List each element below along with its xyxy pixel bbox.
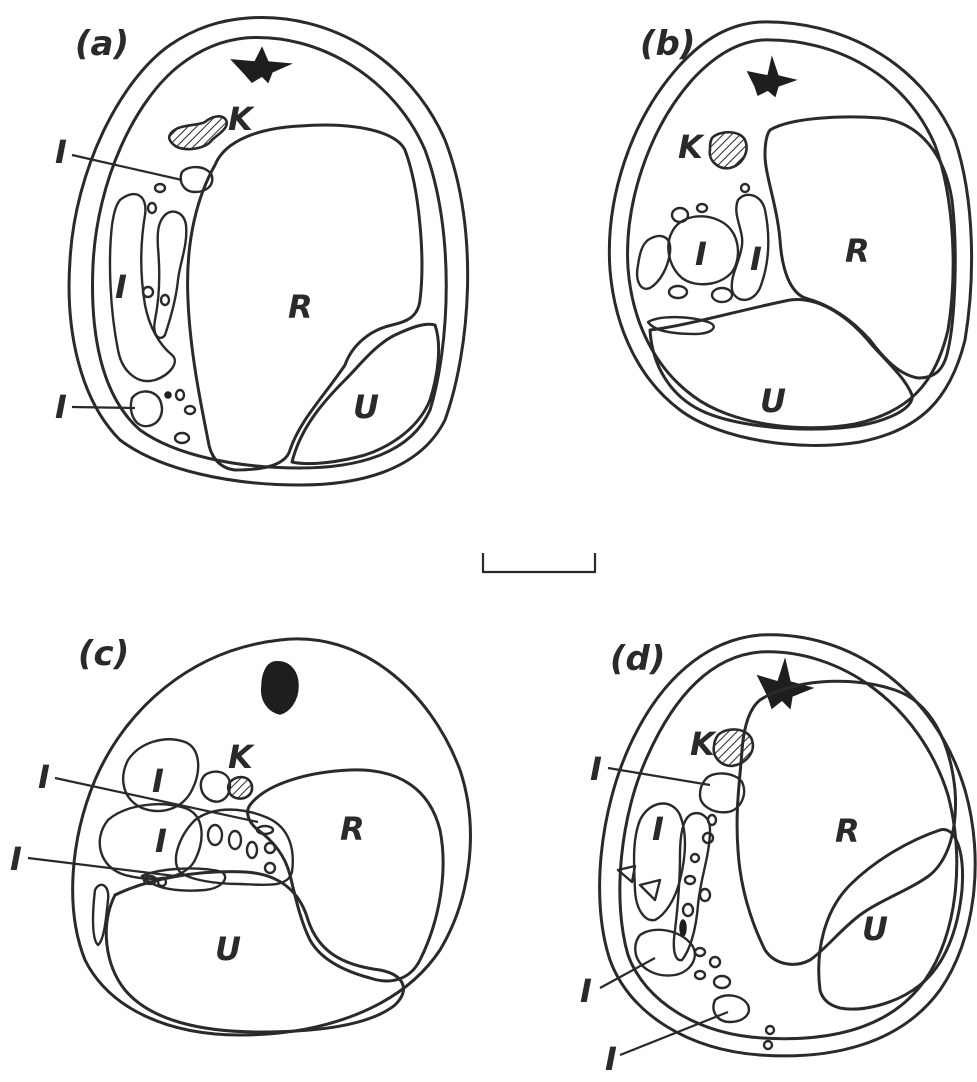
panel-c-label-I-1: I (152, 762, 164, 800)
panel-b: (b) K R U I I (609, 22, 971, 446)
panel-c-vessel-1 (208, 825, 222, 845)
panel-a-label-R: R (288, 288, 313, 326)
panel-d-vessel-5 (700, 889, 710, 901)
panel-c-label-I-3: I (38, 758, 50, 796)
panel-b-vessel-2 (697, 204, 707, 212)
panel-b-vessel-4 (712, 288, 732, 302)
panel-c-vertebra (262, 662, 298, 714)
panel-b-kidney (710, 132, 747, 168)
panel-d-label-I-1: I (590, 750, 602, 788)
panel-c-intestine-k-adjacent (201, 772, 230, 802)
panel-a-vessel-1 (148, 203, 156, 213)
panel-b-outer-outline (609, 22, 971, 446)
panel-d-label-K: K (690, 725, 717, 763)
panel-d-kidney (714, 729, 753, 766)
panel-a-leader-3 (72, 407, 135, 408)
panel-a-label-U: U (353, 388, 379, 426)
panel-b-intestine-left (637, 236, 670, 289)
panel-a-vessel-5 (176, 390, 184, 400)
panel-a-label-I-2: I (115, 268, 127, 306)
panel-c-leader-4 (28, 858, 175, 876)
panel-b-label-I-1: I (695, 235, 707, 273)
panel-d-leader-4 (620, 1012, 728, 1055)
panel-a-intestine-chain (154, 212, 186, 338)
panel-b-vessel-1 (672, 208, 688, 222)
panel-c-R (248, 770, 443, 981)
panel-a-vessel-7 (175, 433, 189, 443)
panel-a-inner-outline (93, 37, 447, 468)
panel-c-U (106, 872, 403, 1032)
panel-d-leader-1 (608, 768, 710, 785)
panel-d-vessel-6 (683, 904, 693, 916)
panel-d-intestine-bottom (713, 995, 748, 1022)
panel-a-kidney (169, 116, 227, 149)
panel-a-label-K: K (228, 100, 255, 138)
panel-b-label-U: U (760, 382, 786, 420)
panel-a: (a) K R U I I I (55, 17, 468, 485)
panel-a-vessel-3 (143, 287, 153, 297)
panel-d-label-I-4: I (605, 1040, 617, 1078)
panel-b-inner-outline (628, 40, 954, 428)
panel-a-label-I-1: I (55, 133, 67, 171)
panel-d-vessel-13 (764, 1041, 772, 1049)
panel-d-vessel-10 (695, 971, 705, 979)
panel-d-vessel-2 (703, 833, 713, 843)
panel-d-vessel-1 (708, 815, 716, 825)
panel-c-vessel-2 (229, 831, 241, 849)
panel-d-vessel-11 (714, 976, 730, 988)
panel-d-vessel-8 (695, 948, 705, 956)
panel-c-vessel-5 (265, 863, 275, 873)
panel-d-label-I-3: I (580, 972, 592, 1010)
panel-a-label-I-3: I (55, 388, 67, 426)
panel-d-vessel-3 (691, 854, 699, 862)
panel-a-vessel-4 (161, 295, 169, 305)
panel-a-vessel-2 (155, 184, 165, 192)
panel-d-vessel-9 (710, 957, 720, 967)
panel-c-label-K: K (228, 738, 255, 776)
panel-d-label-I-2: I (652, 810, 664, 848)
panel-b-vessel-5 (669, 286, 687, 298)
scale-bar (483, 553, 595, 572)
panel-c: (c) K R U I I I I (10, 634, 470, 1035)
panel-c-label: (c) (78, 634, 129, 674)
panel-d-triangle-vessel (640, 880, 660, 900)
panel-d-vessel-7 (680, 920, 686, 936)
panel-a-intestine-loop-lower (131, 391, 162, 426)
panel-c-kidney (228, 777, 252, 798)
panel-b-label-I-2: I (750, 240, 762, 278)
panel-b-vertebra (748, 58, 795, 96)
panel-c-vessel-4 (265, 843, 275, 853)
panel-a-outer-outline (69, 17, 468, 485)
panel-a-vertebra (232, 48, 290, 82)
panel-c-label-U: U (215, 930, 241, 968)
panel-b-vessel-3 (741, 184, 749, 192)
panel-c-label-I-2: I (155, 822, 167, 860)
panel-c-label-R: R (340, 810, 365, 848)
panel-c-label-I-4: I (10, 840, 22, 878)
panel-d-vessel-12 (766, 1026, 774, 1034)
panel-d-label: (d) (610, 639, 665, 679)
panel-a-vessel-6 (185, 406, 195, 414)
panel-d-U (819, 830, 963, 1010)
panel-a-label: (a) (75, 24, 129, 64)
panel-d-leader-3 (600, 958, 655, 988)
panel-a-vessel-8 (165, 392, 171, 398)
panel-d-label-R: R (835, 812, 860, 850)
panel-c-vessel-3 (247, 842, 257, 858)
panel-d-vessel-4 (685, 876, 695, 884)
scale-bar-line (483, 553, 595, 572)
panel-d-label-U: U (862, 910, 888, 948)
panel-b-label-R: R (845, 232, 870, 270)
panel-b-label-K: K (678, 128, 705, 166)
panel-d: (d) K R U I I I I (580, 635, 975, 1078)
